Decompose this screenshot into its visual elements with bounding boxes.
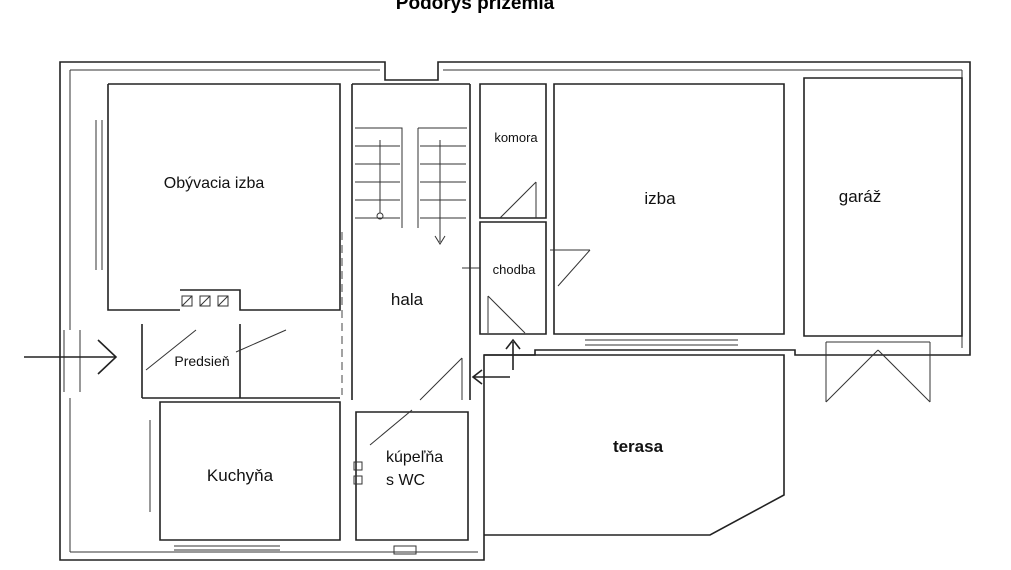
garage: garáž [803, 77, 963, 403]
plan-title: Pôdorys prízemia [396, 0, 555, 14]
room-label-living: Obývacia izba [164, 175, 265, 192]
room-label-bathroom-line2: s WC [386, 472, 425, 489]
corridor: chodba [462, 221, 547, 335]
entrance-hall: Predsieň [63, 324, 340, 399]
room-label-corridor: chodba [493, 262, 536, 277]
living-room: Obývacia izba [95, 83, 341, 311]
bedroom: izba [550, 83, 785, 346]
kitchen: Kuchyňa [149, 401, 341, 551]
room-label-terrace: terasa [613, 437, 664, 456]
bathroom: kúpeľňa s WC [353, 409, 469, 555]
storage-room: komora [479, 83, 547, 219]
room-label-hall: hala [391, 290, 424, 309]
room-label-bathroom-line1: kúpeľňa [386, 449, 443, 466]
room-label-kitchen: Kuchyňa [207, 466, 274, 485]
room-label-entrance: Predsieň [174, 353, 229, 369]
room-label-storage: komora [494, 130, 538, 145]
room-label-garage: garáž [839, 187, 882, 206]
entry-arrow [24, 339, 118, 375]
room-label-bedroom: izba [644, 189, 676, 208]
staircase [351, 83, 471, 248]
hall: hala [341, 228, 471, 400]
terrace: terasa [419, 338, 785, 536]
